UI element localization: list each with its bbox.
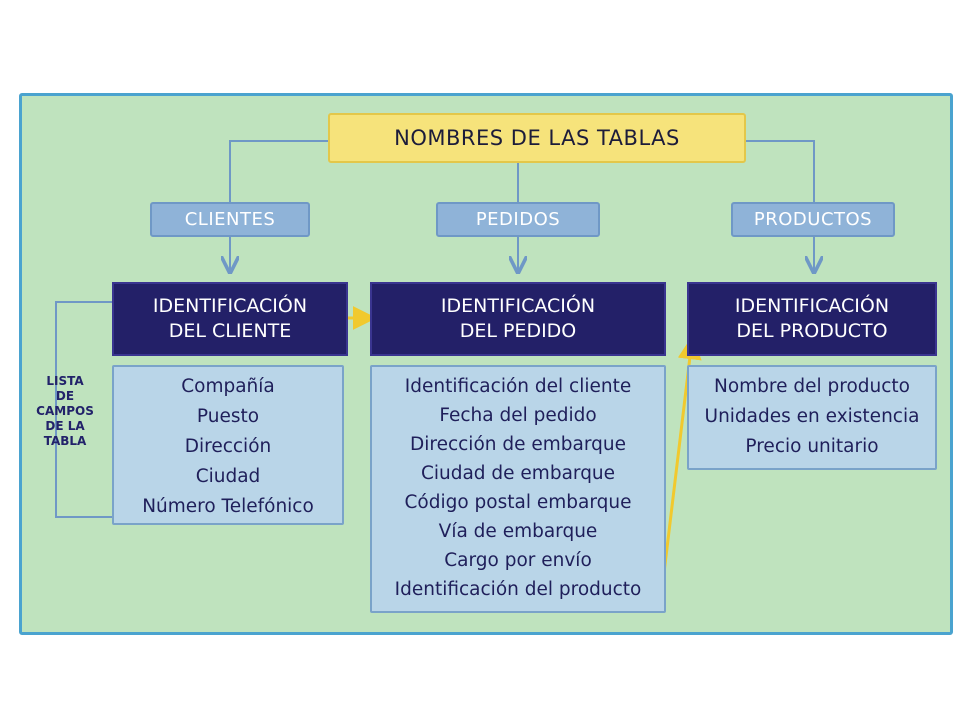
field-item: Código postal embarque [404,492,632,513]
field-item: Dirección [184,436,272,457]
field-item: Unidades en existencia [704,406,920,427]
id-producto-line2: DEL PRODUCTO [736,320,888,342]
id-producto-line1: IDENTIFICACIÓN [734,295,890,317]
field-item: Identificación del producto [394,579,642,600]
fields-box-productos: Nombre del producto Unidades en existenc… [687,365,937,470]
id-pedido-line2: DEL PEDIDO [459,320,577,342]
id-box-pedido: IDENTIFICACIÓN DEL PEDIDO [370,282,666,356]
side-label-field-list: LISTA DE CAMPOS DE LA TABLA [36,374,94,448]
field-item: Vía de embarque [438,521,598,542]
table-tag-pedidos: PEDIDOS [436,202,600,237]
id-pedido-line1: IDENTIFICACIÓN [440,295,596,317]
table-tag-productos: PRODUCTOS [731,202,895,237]
id-box-cliente: IDENTIFICACIÓN DEL CLIENTE [112,282,348,356]
field-item: Ciudad [195,466,261,487]
field-item: Cargo por envío [444,550,592,571]
fields-box-pedidos: Identificación del cliente Fecha del ped… [370,365,666,613]
field-item: Nombre del producto [713,376,910,397]
field-item: Número Telefónico [142,496,314,517]
diagram-title: NOMBRES DE LAS TABLAS [328,113,746,163]
id-cliente-line1: IDENTIFICACIÓN [152,295,308,317]
field-item: Precio unitario [745,436,879,457]
field-item: Identificación del cliente [404,376,632,397]
field-item: Dirección de embarque [410,434,626,455]
field-item: Ciudad de embarque [420,463,616,484]
table-tag-clientes: CLIENTES [150,202,310,237]
id-box-producto: IDENTIFICACIÓN DEL PRODUCTO [687,282,937,356]
field-item: Compañía [181,376,275,397]
id-cliente-line2: DEL CLIENTE [168,320,292,342]
field-item: Fecha del pedido [439,405,597,426]
field-item: Puesto [196,406,260,427]
fields-box-clientes: Compañía Puesto Dirección Ciudad Número … [112,365,344,525]
